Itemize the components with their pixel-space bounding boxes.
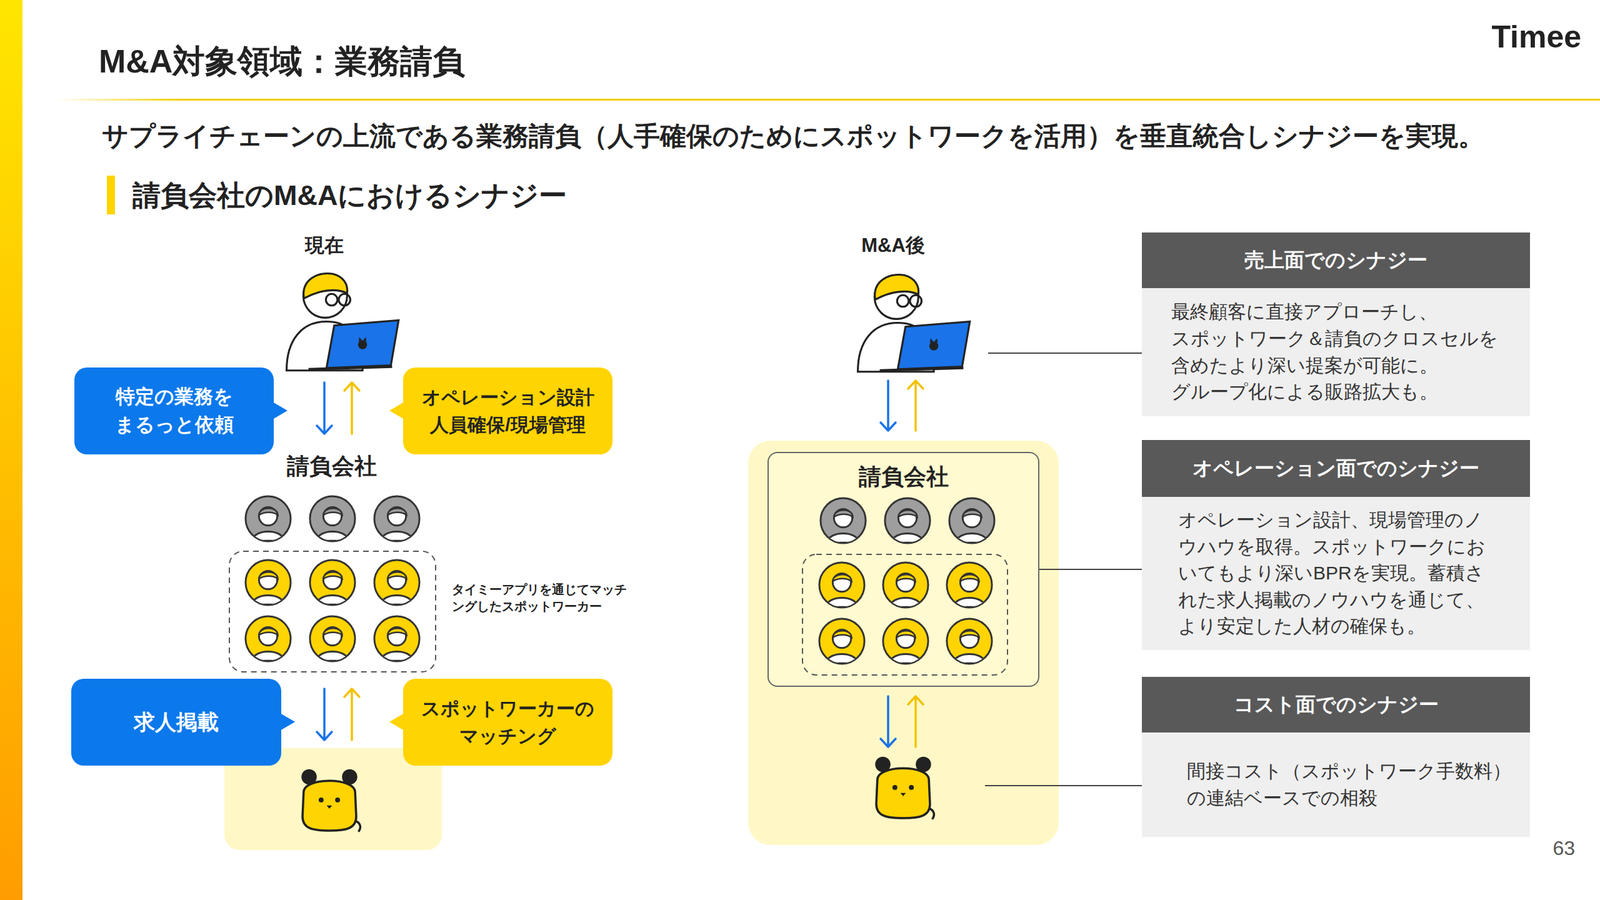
staff-avatar xyxy=(245,496,291,542)
up-arrow xyxy=(908,696,924,747)
synergy-heading: コスト面でのシナジー xyxy=(1141,676,1530,733)
callout-pointer xyxy=(389,713,405,731)
callout-box: スポットワーカーの マッチング xyxy=(403,678,613,766)
synergy-body-panel: オペレーション設計、現場管理のノウハウを取得。スポットワークにおいてもより深いB… xyxy=(1141,496,1530,650)
synergy-body-panel: 間接コスト（スポットワーク手数料） の連結ベースでの相殺 xyxy=(1141,732,1530,837)
worker-avatar xyxy=(819,562,865,608)
synergy-box: 売上面でのシナジー最終顧客に直接アプローチし、 スポットワーク＆請負のクロスセル… xyxy=(1141,232,1530,417)
staff-avatar xyxy=(310,496,355,542)
down-arrow xyxy=(316,382,332,434)
synergy-body: 間接コスト（スポットワーク手数料） の連結ベースでの相殺 xyxy=(1186,758,1519,812)
worker-avatar xyxy=(374,616,420,662)
side-stripe xyxy=(0,0,23,900)
staff-avatar xyxy=(820,498,866,544)
worker-avatar xyxy=(310,560,355,605)
brand-logo: Timee xyxy=(1456,16,1582,59)
company-box: 請負会社 xyxy=(767,451,1040,687)
up-arrow xyxy=(344,688,360,740)
page-number: 63 xyxy=(1518,835,1575,862)
staff-avatar xyxy=(374,496,420,542)
synergy-body-panel: 最終顧客に直接アプローチし、 スポットワーク＆請負のクロスセルを 含めたより深い… xyxy=(1141,288,1530,417)
timee-mascot xyxy=(301,769,360,832)
callout-text: 特定の業務を まるっと依頼 xyxy=(89,383,259,440)
staff-avatar xyxy=(885,498,930,544)
company-label: 請負会社 xyxy=(206,451,457,482)
callout-text: オペレーション設計 人員確保/現場管理 xyxy=(418,383,598,439)
header-rule xyxy=(56,98,1600,101)
callout-pointer xyxy=(280,713,295,731)
up-arrow xyxy=(344,382,360,434)
down-arrow xyxy=(880,696,896,747)
worker-avatar xyxy=(946,618,992,664)
leader-line xyxy=(988,352,1142,354)
synergy-heading: オペレーション面でのシナジー xyxy=(1141,440,1530,497)
timee-mascot xyxy=(875,756,934,820)
staff-avatar xyxy=(949,498,995,544)
worker-avatar xyxy=(819,618,865,664)
synergy-body: オペレーション設計、現場管理のノウハウを取得。スポットワークにおいてもより深いB… xyxy=(1178,506,1486,640)
synergy-body: 最終顧客に直接アプローチし、 スポットワーク＆請負のクロスセルを 含めたより深い… xyxy=(1171,298,1512,405)
client-illustration xyxy=(858,275,970,372)
worker-avatar xyxy=(310,616,355,662)
worker-avatar xyxy=(245,616,291,662)
callout-box: オペレーション設計 人員確保/現場管理 xyxy=(403,367,613,455)
lead-sentence: サプライチェーンの上流である業務請負（人手確保のためにスポットワークを活用）を垂… xyxy=(101,118,1577,155)
connector xyxy=(1039,569,1142,570)
worker-avatar xyxy=(245,560,291,605)
worker-group xyxy=(802,554,1008,675)
worker-avatar xyxy=(946,562,992,608)
client-illustration xyxy=(286,273,399,371)
connector-line xyxy=(1039,568,1142,570)
callout-pointer xyxy=(272,401,288,420)
callout-box: 求人掲載 xyxy=(71,678,282,766)
synergy-box: オペレーション面でのシナジーオペレーション設計、現場管理のノウハウを取得。スポッ… xyxy=(1141,440,1530,650)
callout-pointer xyxy=(389,401,405,420)
callout-text: スポットワーカーの マッチング xyxy=(418,695,598,750)
worker-avatar xyxy=(883,618,929,664)
section-bar xyxy=(106,175,115,215)
section-heading: 請負会社のM&Aにおけるシナジー xyxy=(132,176,758,215)
up-arrow xyxy=(908,380,924,431)
worker-note: タイミーアプリを通じてマッチングしたスポットワーカー xyxy=(451,581,635,615)
slide-title: M&A対象領域：業務請負 xyxy=(98,40,465,84)
synergy-box: コスト面でのシナジー間接コスト（スポットワーク手数料） の連結ベースでの相殺 xyxy=(1141,676,1530,837)
worker-group xyxy=(229,551,436,672)
synergy-heading: 売上面でのシナジー xyxy=(1141,232,1530,289)
company-name: 請負会社 xyxy=(768,461,1039,493)
callout-text: 求人掲載 xyxy=(133,706,219,738)
worker-avatar xyxy=(374,560,420,605)
down-arrow xyxy=(316,688,332,740)
worker-avatar xyxy=(883,562,929,608)
panel-heading: 現在 xyxy=(199,232,450,259)
leader-line xyxy=(985,785,1142,787)
panel-heading: M&A後 xyxy=(768,232,1019,259)
callout-box: 特定の業務を まるっと依頼 xyxy=(74,367,274,455)
down-arrow xyxy=(880,380,896,431)
group-panel xyxy=(748,440,1059,845)
